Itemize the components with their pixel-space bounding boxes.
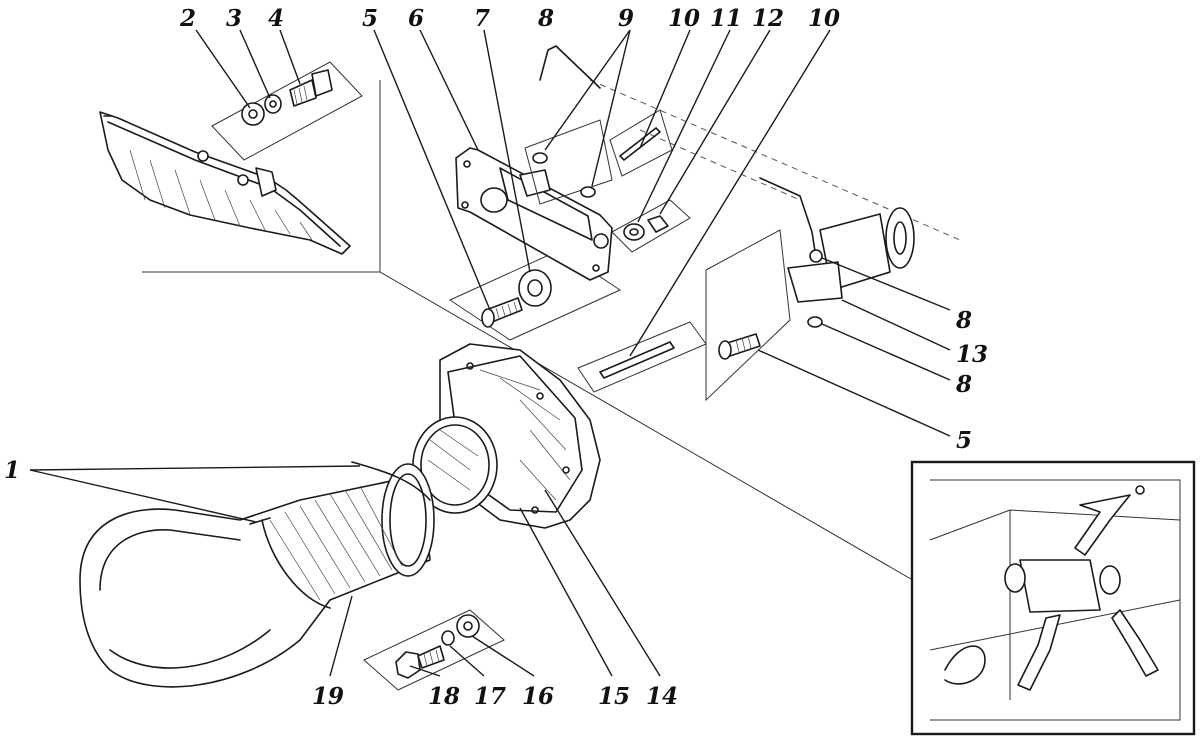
callout-5-second: 5 — [956, 427, 972, 454]
washer-7 — [518, 269, 552, 307]
callout-15: 15 — [598, 683, 630, 710]
callout-17: 17 — [474, 683, 506, 710]
callout-1: 1 — [4, 457, 20, 484]
callout-5: 5 — [362, 5, 378, 32]
callout-11: 11 — [710, 5, 742, 32]
ring-15 — [412, 416, 498, 514]
linkage-assembly — [705, 177, 915, 402]
callout-4: 4 — [268, 5, 284, 32]
hose-19 — [79, 461, 435, 688]
callout-9: 9 — [618, 5, 634, 32]
screw-5-right — [718, 333, 761, 360]
callout-16: 16 — [522, 683, 554, 710]
callout-10: 10 — [668, 5, 700, 32]
inset-location-view — [910, 460, 1196, 736]
callout-8: 8 — [537, 5, 554, 32]
callout-8-second: 8 — [955, 307, 972, 334]
callout-2: 2 — [179, 5, 196, 32]
callout-labels: 1 2 3 4 5 6 7 8 9 10 11 12 10 8 13 8 5 1… — [4, 5, 988, 710]
callout-6: 6 — [408, 5, 424, 32]
callout-18: 18 — [428, 683, 460, 710]
fastener-set-2-3-4 — [211, 61, 363, 161]
bolt-5 — [481, 297, 523, 328]
pin-and-clips — [524, 45, 707, 393]
callout-10-second: 10 — [808, 5, 840, 32]
callout-7: 7 — [474, 5, 490, 32]
leader-lines — [29, 29, 951, 677]
callout-3: 3 — [226, 5, 242, 32]
callout-14: 14 — [646, 683, 678, 710]
fastener-set-16-17-18 — [363, 609, 505, 691]
cover-panel — [99, 111, 351, 255]
callout-8-third: 8 — [955, 371, 972, 398]
callout-19: 19 — [312, 683, 344, 710]
callout-13: 13 — [956, 341, 988, 368]
callout-12: 12 — [752, 5, 784, 32]
bracket-plate — [448, 147, 622, 341]
